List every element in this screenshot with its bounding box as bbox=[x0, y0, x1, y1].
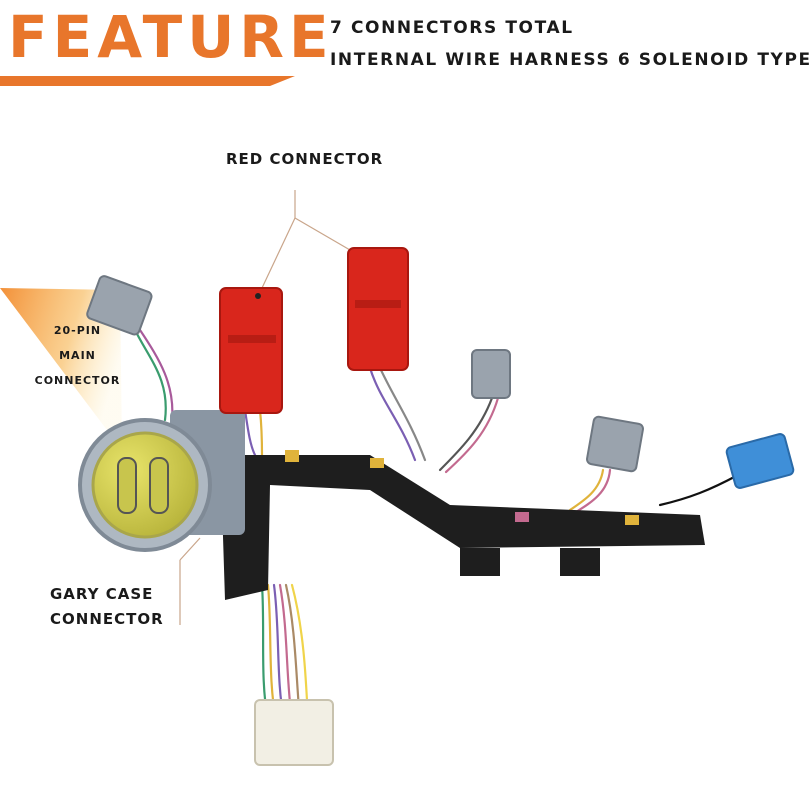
case-connector-label-line2: CONNECTOR bbox=[50, 610, 164, 628]
gray-connector-top-left bbox=[86, 275, 153, 336]
main-connector-label-line1: 20-PIN bbox=[53, 324, 102, 337]
main-connector-label: 20-PIN MAIN CONNECTOR bbox=[30, 318, 125, 393]
red-connector-label: RED CONNECTOR bbox=[226, 150, 384, 168]
title-underline bbox=[0, 76, 295, 86]
red-connector-right bbox=[347, 247, 409, 371]
red-connector-leader bbox=[261, 190, 351, 289]
case-connector-label-line1: GARY CASE bbox=[50, 585, 154, 603]
main-connector-label-line2: MAIN bbox=[59, 349, 96, 362]
main-connector-20-pin bbox=[78, 410, 245, 552]
headline-harness-type: INTERNAL WIRE HARNESS 6 SOLENOID TYPE bbox=[330, 50, 812, 70]
gray-connector-right bbox=[586, 415, 644, 473]
blue-connector bbox=[725, 433, 795, 489]
spotlight-beam bbox=[0, 288, 122, 450]
harness-carrier bbox=[222, 450, 705, 600]
case-connector-label: GARY CASE CONNECTOR bbox=[50, 582, 164, 632]
white-connector-bottom bbox=[254, 699, 334, 766]
gray-connector-middle bbox=[471, 349, 511, 399]
feature-title: FEATURE bbox=[8, 3, 334, 71]
headline-connectors-total: 7 CONNECTORS TOTAL bbox=[330, 18, 574, 38]
case-connector-leader bbox=[179, 537, 201, 625]
main-connector-label-line3: CONNECTOR bbox=[34, 374, 121, 387]
red-connector-left bbox=[219, 287, 283, 414]
